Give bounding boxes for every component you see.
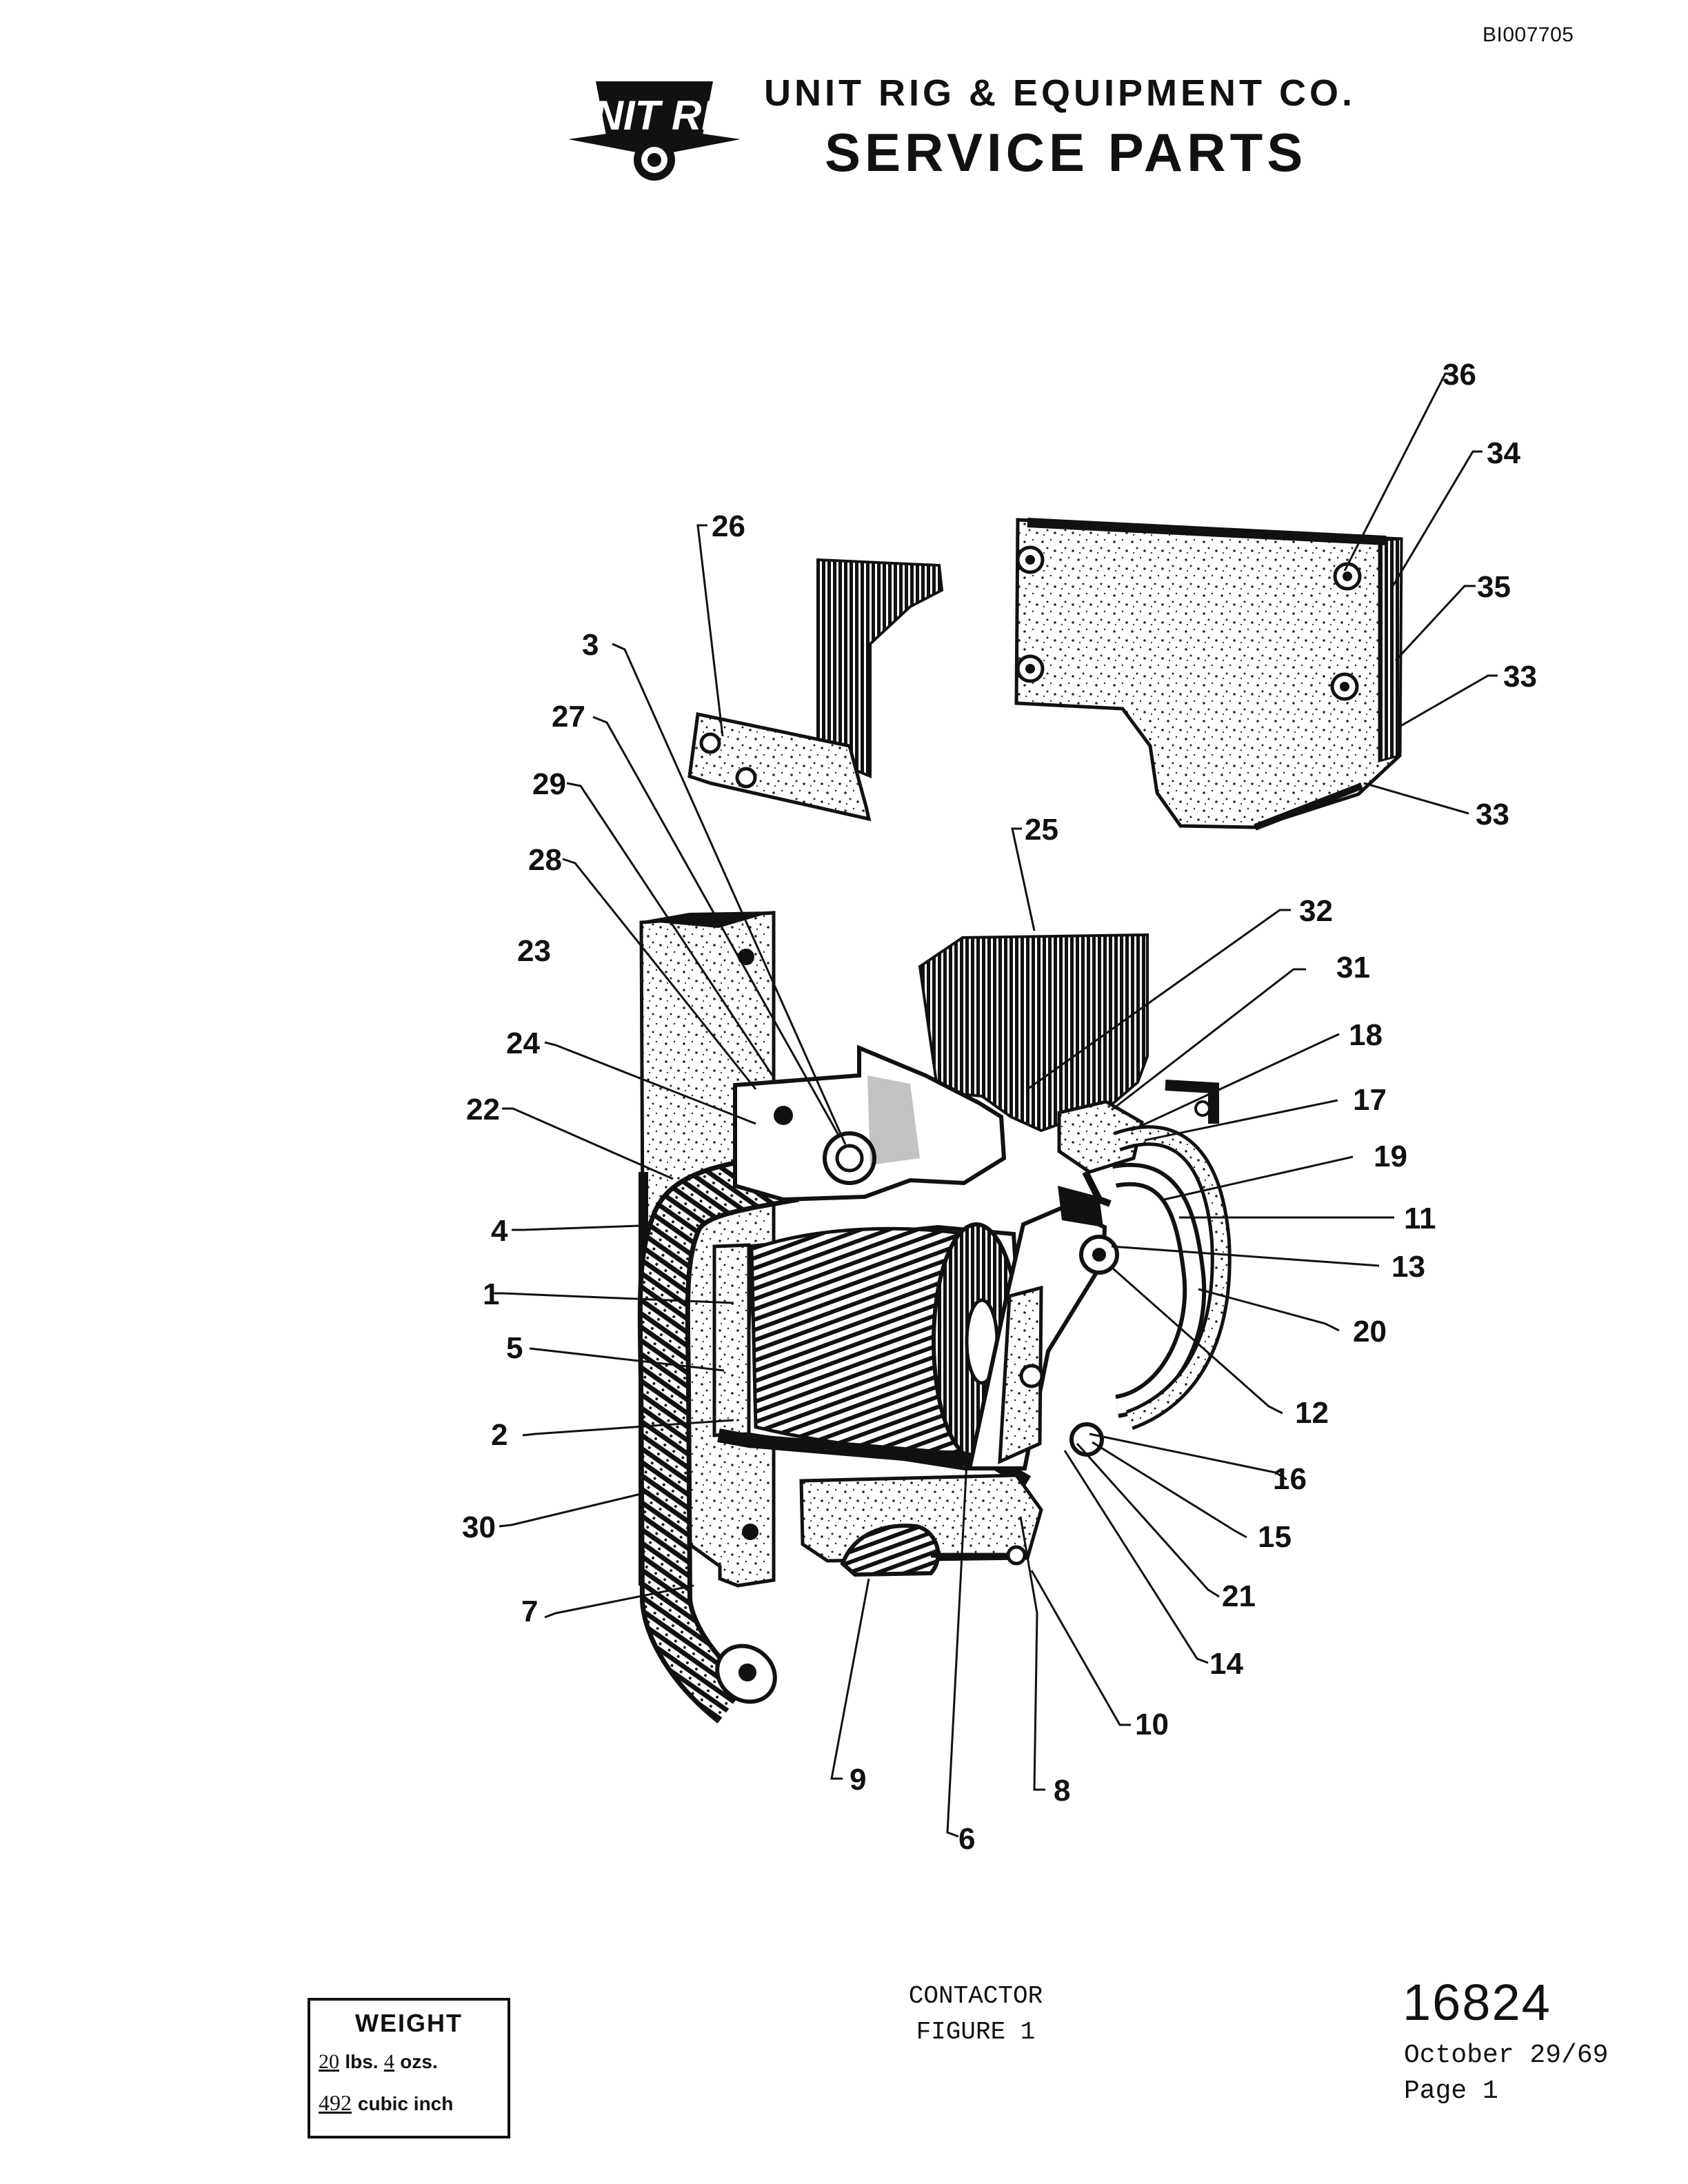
callout-33b: 33	[1476, 798, 1509, 831]
callout-33a: 33	[1503, 660, 1537, 694]
shunt-bar	[1112, 1080, 1232, 1430]
volume-row: 492 cubic inch	[319, 2090, 453, 2116]
callout-6: 6	[958, 1822, 975, 1856]
caption-line-2: FIGURE 1	[916, 2018, 1036, 2046]
callout-2: 2	[491, 1418, 508, 1452]
caption-line-1: CONTACTOR	[908, 1982, 1043, 2010]
callout-36: 36	[1443, 358, 1476, 392]
volume-unit: cubic inch	[357, 2093, 454, 2114]
callout-28: 28	[528, 843, 562, 877]
callout-17: 17	[1353, 1083, 1387, 1117]
callout-22: 22	[466, 1093, 500, 1126]
page-title: SERVICE PARTS	[825, 122, 1307, 183]
part-callouts: 1 2 3 4 5 6 7 8 9 10 11 12 13 14 15 16 1…	[462, 358, 1537, 1856]
volume-value: 492	[319, 2090, 352, 2115]
page-number: Page 1	[1404, 2076, 1498, 2106]
weight-ounces-unit: ozs.	[400, 2051, 438, 2072]
callout-19: 19	[1374, 1140, 1407, 1173]
arc-chute-upper	[687, 558, 944, 822]
callout-11: 11	[1404, 1202, 1436, 1235]
callout-7: 7	[521, 1595, 538, 1628]
leader-lines	[494, 372, 1498, 1838]
weight-pounds: 20	[319, 2050, 339, 2073]
callout-1: 1	[483, 1277, 499, 1311]
callout-27: 27	[552, 700, 585, 734]
callout-14: 14	[1209, 1647, 1243, 1681]
callout-25: 25	[1025, 813, 1058, 847]
return-spring	[799, 1473, 1043, 1577]
logo-text: UNIT RIG	[568, 92, 741, 139]
callout-13: 13	[1391, 1250, 1425, 1284]
callout-3: 3	[582, 628, 599, 662]
callout-10: 10	[1135, 1708, 1169, 1741]
contact-arm-assembly	[733, 1044, 1007, 1202]
callout-32: 32	[1299, 894, 1333, 928]
callout-20: 20	[1353, 1315, 1387, 1348]
part-number: 16824	[1403, 1974, 1551, 2031]
document-id: BI007705	[1483, 23, 1574, 46]
document-date: October 29/69	[1404, 2041, 1609, 2070]
callout-9: 9	[850, 1763, 866, 1797]
callout-23: 23	[517, 934, 551, 968]
callout-31: 31	[1336, 951, 1370, 984]
callout-24: 24	[506, 1027, 540, 1060]
callout-18: 18	[1349, 1018, 1383, 1052]
callout-30: 30	[462, 1510, 496, 1544]
weight-title: WEIGHT	[355, 2009, 463, 2037]
weight-pounds-unit: lbs.	[345, 2051, 379, 2072]
arc-shield-cover	[1014, 518, 1403, 831]
callout-8: 8	[1054, 1774, 1070, 1808]
callout-5: 5	[506, 1331, 523, 1365]
company-name: UNIT RIG & EQUIPMENT CO.	[764, 72, 1356, 114]
callout-15: 15	[1258, 1520, 1292, 1554]
operating-coil	[712, 1222, 1032, 1488]
callout-16: 16	[1273, 1462, 1307, 1496]
weight-box: WEIGHT 20 lbs. 4 ozs. 492 cubic inch	[308, 1998, 510, 2138]
moving-contact-assembly	[967, 1100, 1144, 1470]
unit-rig-logo: UNIT RIG	[568, 81, 741, 181]
callout-12: 12	[1295, 1396, 1329, 1430]
weight-row: 20 lbs. 4 ozs.	[319, 2050, 438, 2074]
figure-caption: CONTACTOR FIGURE 1	[890, 1979, 1062, 2050]
weight-ounces: 4	[383, 2050, 394, 2073]
callout-4: 4	[491, 1214, 508, 1248]
callout-21: 21	[1222, 1579, 1256, 1613]
shunt-braid	[637, 1150, 799, 1723]
callout-26: 26	[712, 509, 745, 543]
callout-35: 35	[1477, 570, 1511, 604]
callout-34: 34	[1487, 436, 1520, 470]
callout-29: 29	[532, 767, 566, 801]
